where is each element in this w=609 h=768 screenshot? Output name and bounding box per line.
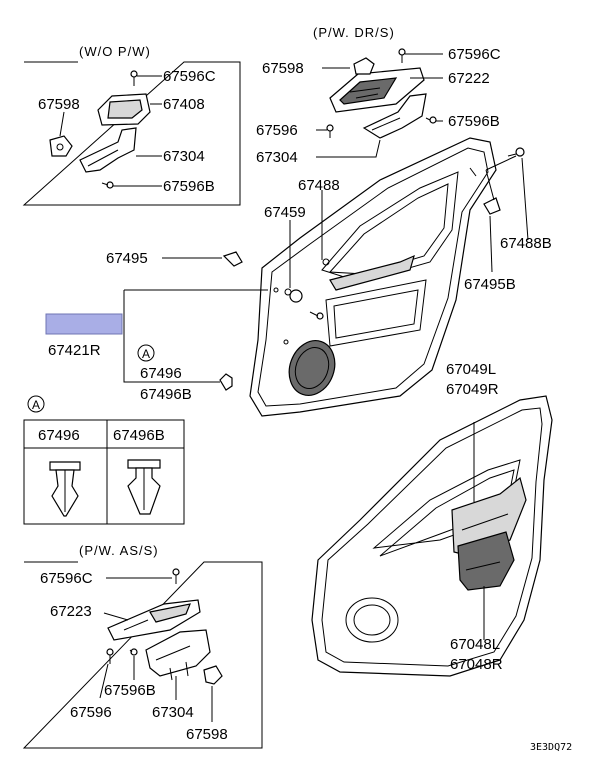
pw-dr-caption: (P/W. DR/S) — [313, 25, 395, 40]
label-67596b: 67596B — [163, 178, 215, 195]
callout-marker-letter: A — [142, 347, 150, 361]
wo-pw-box — [22, 61, 241, 206]
label-67488: 67488 — [298, 177, 340, 194]
leader-line — [485, 155, 517, 201]
leader-line — [521, 157, 529, 241]
callout-marker-letter: A — [32, 398, 40, 412]
bracket-part — [79, 127, 137, 173]
callout-marker — [27, 395, 45, 413]
door-trim-leaders — [123, 155, 529, 383]
screw-part — [101, 181, 114, 189]
pull-handle-part — [457, 531, 515, 591]
label-67596b: 67596B — [448, 113, 500, 130]
wo-pw-caption: (W/O P/W) — [79, 44, 151, 59]
label-67596c: 67596C — [163, 68, 216, 85]
screw-part — [129, 648, 138, 656]
leader-line — [103, 612, 129, 621]
switch-bezel-part — [107, 599, 201, 641]
clip-table-header: 67496B — [113, 427, 165, 444]
door-trim-panel — [249, 137, 497, 417]
label-67596c: 67596C — [448, 46, 501, 63]
label-67421r: 67421R — [48, 342, 101, 359]
label-67495b: 67495B — [464, 276, 516, 293]
switch-part — [203, 665, 223, 685]
clip-part — [222, 251, 243, 267]
lower-door-panel — [311, 395, 553, 677]
clip-67496-drawing — [49, 461, 81, 517]
diagram-code: 3E3DQ72 — [530, 742, 572, 753]
pw-as-group: (P/W. AS/S) 67596C 67223 67596B — [22, 543, 263, 749]
clip-67496b-drawing — [127, 459, 161, 515]
clip-part — [214, 373, 233, 391]
leader-line — [316, 139, 381, 158]
label-67048r: 67048R — [450, 656, 503, 673]
screw-part — [398, 48, 406, 63]
label-67495: 67495 — [106, 250, 148, 267]
clip-part — [483, 197, 501, 215]
label-67596b: 67596B — [104, 682, 156, 699]
label-67596c: 67596C — [40, 570, 93, 587]
screw-part — [106, 648, 114, 664]
label-67496b: 67496B — [140, 386, 192, 403]
switch-part — [49, 135, 73, 157]
label-67598: 67598 — [262, 60, 304, 77]
pw-as-box — [22, 561, 263, 749]
pw-dr-group: (P/W. DR/S) 67598 — [256, 25, 501, 166]
label-67049l: 67049L — [446, 361, 496, 378]
bracket-part — [362, 93, 427, 139]
label-67304: 67304 — [152, 704, 194, 721]
clip-table-header: 67496 — [38, 427, 80, 444]
screw-part — [326, 124, 334, 138]
label-67496: 67496 — [140, 365, 182, 382]
switch-bezel-part — [97, 93, 151, 126]
label-67304: 67304 — [256, 149, 298, 166]
part-number-highlight — [45, 313, 123, 335]
label-67459: 67459 — [264, 204, 306, 221]
label-67596: 67596 — [256, 122, 298, 139]
pw-as-caption: (P/W. AS/S) — [79, 543, 159, 558]
leader-line — [99, 663, 109, 699]
leader-line — [489, 215, 493, 273]
label-67596: 67596 — [70, 704, 112, 721]
label-67048l: 67048L — [450, 636, 500, 653]
bracket-part — [145, 629, 211, 681]
leader-line — [123, 290, 214, 383]
clip-table: A 67496 67496B — [23, 395, 185, 525]
clip-table-frame — [23, 419, 185, 525]
label-67223: 67223 — [50, 603, 92, 620]
screw-part — [507, 147, 525, 157]
label-67488b: 67488B — [500, 235, 552, 252]
screw-part — [130, 70, 138, 86]
label-67408: 67408 — [163, 96, 205, 113]
label-67598: 67598 — [38, 96, 80, 113]
label-67598: 67598 — [186, 726, 228, 743]
label-67049r: 67049R — [446, 381, 499, 398]
callout-marker — [137, 344, 155, 362]
label-67304: 67304 — [163, 148, 205, 165]
leader-line — [59, 111, 65, 137]
screw-part — [425, 116, 437, 124]
screw-part — [172, 568, 180, 584]
switch-part — [353, 57, 375, 75]
wo-pw-group: (W/O P/W) 67596C 67 — [22, 44, 241, 206]
label-67222: 67222 — [448, 70, 490, 87]
clip-table-grid — [24, 420, 184, 524]
